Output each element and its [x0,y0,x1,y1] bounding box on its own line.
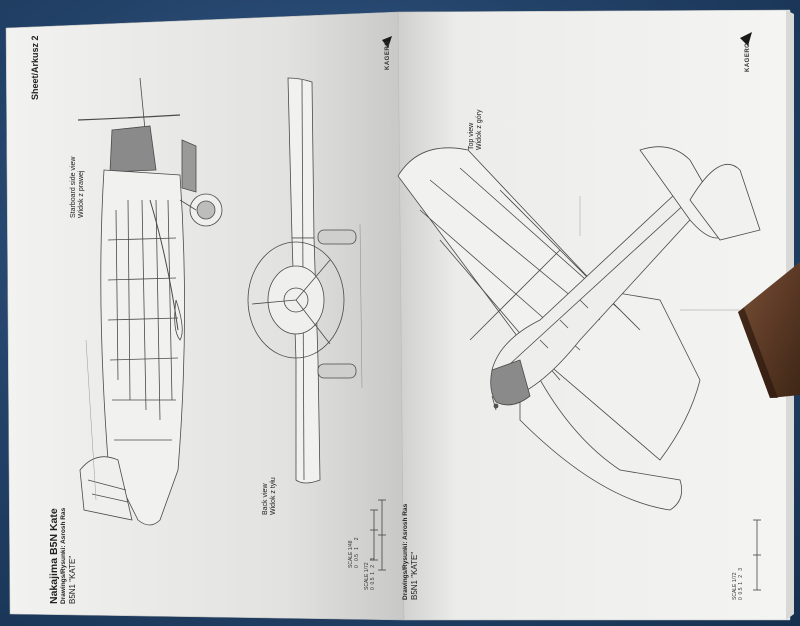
wooden-block-shadow [738,308,778,398]
right-credit-block: Drawings/Rysunki: Asrosh Ras B5N1 "KATE" [402,504,419,600]
kagero-logo-left: KAGERO [385,40,391,70]
scale-148-ticks: 0 0.5 1 2 [354,537,360,568]
scale-bar-right [753,519,761,591]
credits-left: Drawings/Rysunki: Asrosh Ras [60,507,67,604]
scale-148-block: SCALE 1/48 0 0.5 1 2 [348,537,360,568]
scale-172-right-block: SCALE 1/72 0 0.5 1 2 3 [732,568,744,600]
back-view-label-en: Back view [262,483,269,515]
starboard-view-label-pl: Widok z prawej [78,170,85,218]
kagero-logo-right-icon [740,32,752,46]
variant-right: B5N1 "KATE" [410,551,419,600]
kagero-logo-left-icon [382,36,392,48]
back-view-drawing [247,77,363,484]
side-view-drawing [77,77,223,526]
scale-172-left-ticks: 0 0.5 1 2 3 [370,558,376,590]
wooden-block [738,262,800,398]
kagero-logo-right: KAGERO [745,42,751,72]
credits-right: Drawings/Rysunki: Asrosh Ras [402,503,409,600]
scale-172-right-ticks: 0 0.5 1 2 3 [738,568,744,600]
top-view-label-pl: Widok z góry [476,109,483,150]
top-view-label-en: Top view [468,122,475,150]
back-view-label-pl: Widok z tyłu [270,477,277,515]
starboard-view-label: Starboard side view Widok z prawej [70,157,86,218]
top-view-label: Top view Widok z góry [468,110,484,150]
top-view-drawing [397,146,761,511]
back-view-label: Back view Widok z tyłu [262,477,278,515]
scale-bars-left [370,499,386,571]
starboard-view-label-en: Starboard side view [70,156,77,218]
sheet-label: Sheet/Arkusz 2 [30,35,40,100]
variant-left: B5N1 "KATE" [68,555,77,604]
scale-172-left-block: SCALE 1/72 0 0.5 1 2 3 [364,558,376,590]
left-title-block: Nakajima B5N Kate Drawings/Rysunki: Asro… [48,508,77,604]
aircraft-title: Nakajima B5N Kate [48,508,60,604]
